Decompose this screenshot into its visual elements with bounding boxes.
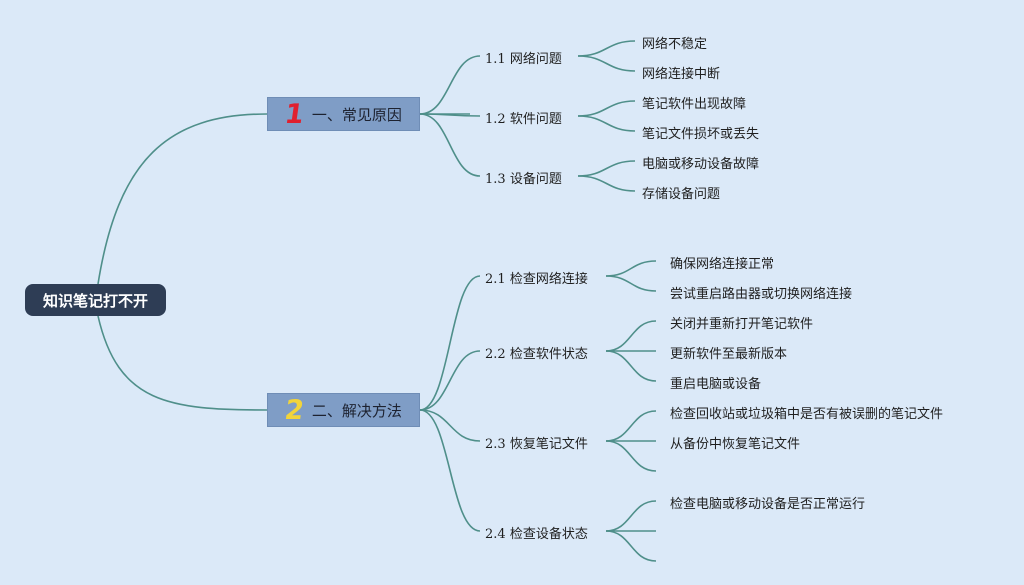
section-number-icon: 2	[282, 394, 307, 426]
topic-to-leaf-line	[605, 500, 657, 532]
topic-to-leaf-line	[577, 160, 636, 177]
topic-node[interactable]: 1.3 设备问题	[485, 172, 562, 187]
topic-to-leaf-line	[605, 320, 657, 352]
section-to-topic-line	[419, 113, 481, 177]
leaf-node[interactable]: 网络连接中断	[642, 67, 721, 82]
root-node[interactable]: 知识笔记打不开	[25, 284, 166, 316]
section-label: 一、常见原因	[311, 105, 402, 124]
topic-node[interactable]: 1.1 网络问题	[485, 52, 562, 67]
topic-to-leaf-line	[605, 260, 657, 277]
leaf-node[interactable]: 重启电脑或设备	[670, 377, 762, 392]
topic-to-leaf-line	[577, 115, 636, 132]
section-node-solutions[interactable]: 2 二、解决方法	[267, 393, 420, 427]
leaf-node[interactable]: 关闭并重新打开笔记软件	[670, 317, 814, 332]
section-to-topic-line	[419, 55, 481, 115]
root-label: 知识笔记打不开	[42, 291, 148, 310]
topic-to-leaf-line	[605, 275, 657, 292]
leaf-node[interactable]: 尝试重启路由器或切换网络连接	[670, 287, 853, 302]
topic-to-leaf-line	[605, 440, 657, 472]
topic-to-leaf-line	[605, 530, 657, 562]
topic-node[interactable]: 1.2 软件问题	[485, 112, 562, 127]
root-to-section-line	[97, 113, 268, 285]
section-to-topic-line	[419, 409, 481, 442]
topic-to-leaf-line	[577, 55, 636, 72]
leaf-node[interactable]: 检查电脑或移动设备是否正常运行	[670, 497, 866, 512]
leaf-node[interactable]: 检查回收站或垃圾箱中是否有被误删的笔记文件	[670, 407, 944, 422]
leaf-node[interactable]: 确保网络连接正常	[670, 257, 775, 272]
leaf-node[interactable]: 笔记软件出现故障	[642, 97, 747, 112]
leaf-node[interactable]: 存储设备问题	[642, 187, 721, 202]
topic-to-leaf-line	[577, 100, 636, 117]
root-to-section-line	[97, 315, 268, 411]
topic-to-leaf-line	[605, 410, 657, 442]
topic-node[interactable]: 2.4 检查设备状态	[485, 527, 588, 542]
leaf-node[interactable]: 从备份中恢复笔记文件	[670, 437, 801, 452]
topic-to-leaf-line	[605, 350, 657, 382]
topic-to-leaf-line	[577, 175, 636, 192]
section-label: 二、解决方法	[311, 401, 402, 420]
leaf-node[interactable]: 笔记文件损坏或丢失	[642, 127, 760, 142]
section-to-topic-line	[419, 275, 481, 411]
topic-to-leaf-line	[577, 40, 636, 57]
section-number-icon: 1	[282, 98, 307, 130]
leaf-node[interactable]: 电脑或移动设备故障	[642, 157, 760, 172]
leaf-node[interactable]: 网络不稳定	[642, 37, 708, 52]
leaf-node[interactable]: 更新软件至最新版本	[670, 347, 788, 362]
topic-node[interactable]: 2.1 检查网络连接	[485, 272, 588, 287]
topic-node[interactable]: 2.2 检查软件状态	[485, 347, 588, 362]
section-node-causes[interactable]: 1 一、常见原因	[267, 97, 420, 131]
topic-node[interactable]: 2.3 恢复笔记文件	[485, 437, 588, 452]
section-to-topic-line	[419, 350, 481, 411]
section-to-topic-line	[419, 409, 481, 532]
